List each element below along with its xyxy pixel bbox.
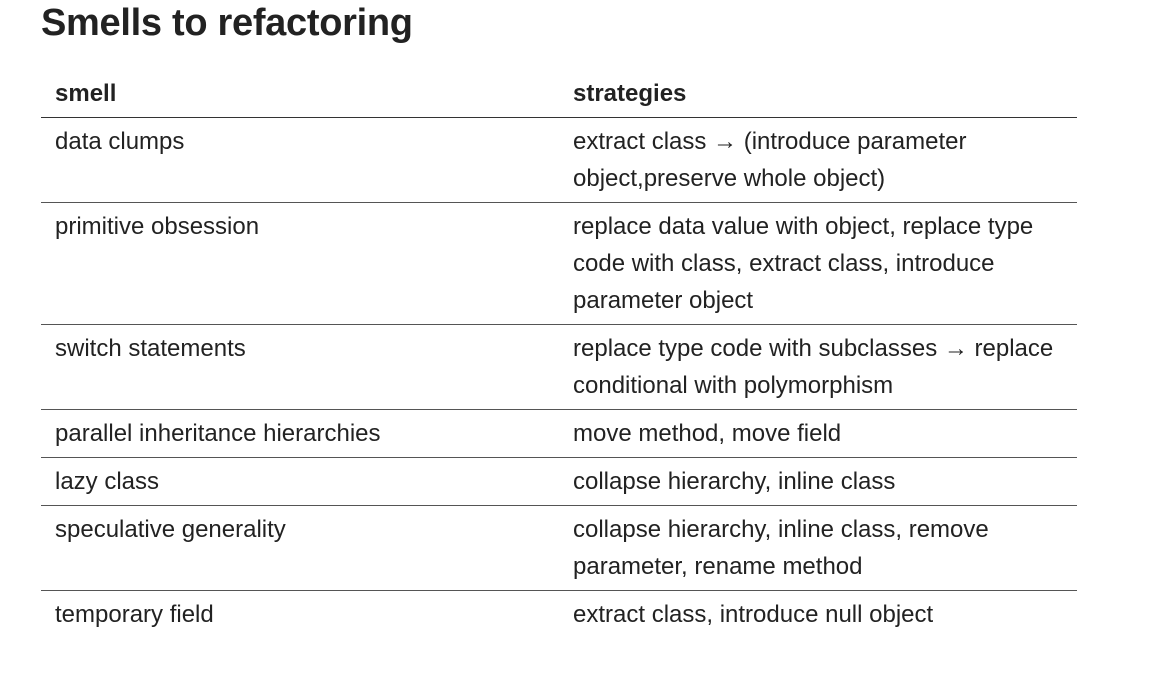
cell-strategies: collapse hierarchy, inline class bbox=[559, 457, 1077, 506]
cell-strategies: replace data value with object, replace … bbox=[559, 202, 1077, 325]
smells-table: smell strategies data clumps extract cla… bbox=[41, 71, 1077, 638]
cell-smell: speculative generality bbox=[41, 505, 559, 591]
cell-strategies: collapse hierarchy, inline class, remove… bbox=[559, 505, 1077, 591]
page-title: Smells to refactoring bbox=[41, 2, 413, 44]
table-header-row: smell strategies bbox=[41, 71, 1077, 118]
cell-smell: switch statements bbox=[41, 324, 559, 410]
cell-smell: data clumps bbox=[41, 117, 559, 203]
table-row: switch statements replace type code with… bbox=[41, 324, 1077, 410]
cell-smell: lazy class bbox=[41, 457, 559, 506]
cell-smell: parallel inheritance hierarchies bbox=[41, 409, 559, 458]
cell-strategies: extract class → (introduce parameter obj… bbox=[559, 117, 1077, 203]
cell-smell: temporary field bbox=[55, 601, 214, 628]
table-row: parallel inheritance hierarchies move me… bbox=[41, 409, 1077, 458]
cell-strategies: move method, move field bbox=[559, 409, 1077, 458]
table-row: primitive obsession replace data value w… bbox=[41, 202, 1077, 325]
column-header-strategies: strategies bbox=[559, 71, 1077, 118]
column-header-smell: smell bbox=[41, 71, 559, 118]
table-row: speculative generality collapse hierarch… bbox=[41, 505, 1077, 591]
cell-smell: primitive obsession bbox=[41, 202, 559, 325]
cell-strategies: extract class, introduce null object bbox=[573, 601, 934, 628]
table-row: temporary field extract class, introduce… bbox=[41, 591, 1077, 639]
cell-strategies: replace type code with subclasses → repl… bbox=[559, 324, 1077, 410]
table-row: lazy class collapse hierarchy, inline cl… bbox=[41, 457, 1077, 506]
table-row: data clumps extract class → (introduce p… bbox=[41, 117, 1077, 203]
